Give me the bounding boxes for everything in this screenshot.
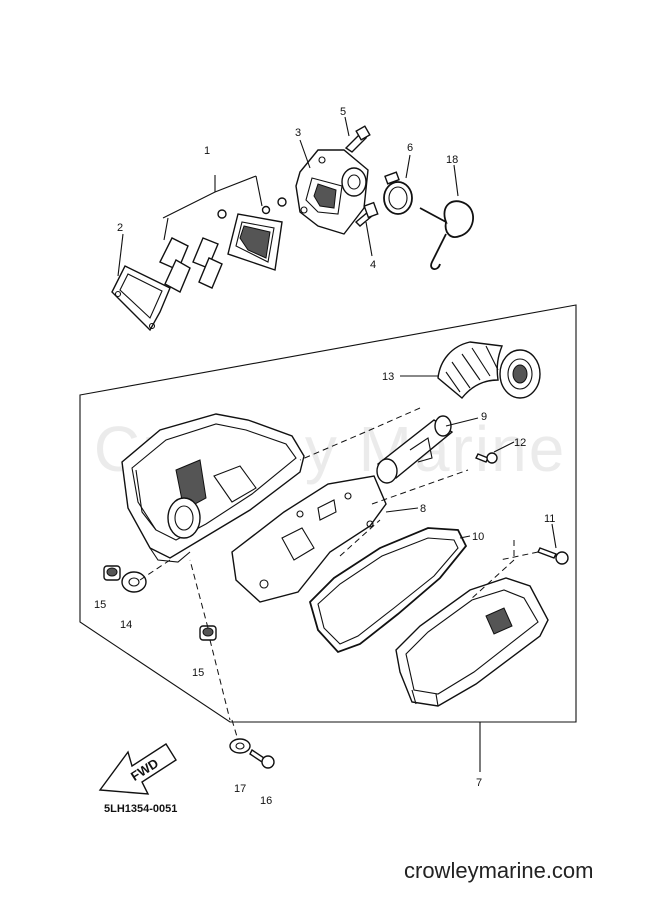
screw-part-12: [475, 452, 498, 464]
collar-part-14: [121, 571, 147, 593]
callout-18: 18: [446, 154, 458, 166]
callout-15-lower: 15: [192, 667, 204, 679]
grommet-part-15-lower: [199, 625, 217, 641]
bolt-part-5: [344, 125, 371, 153]
group-outline: [79, 304, 577, 723]
assembly-lines: [139, 407, 539, 741]
gasket-part-2: [111, 265, 171, 332]
callout-10: 10: [472, 531, 484, 543]
bolt-part-4: [354, 201, 379, 227]
leader-group-1: [162, 175, 263, 241]
callout-16: 16: [260, 795, 272, 807]
callout-5: 5: [340, 106, 346, 118]
leader-lines: [117, 116, 557, 772]
silencer-case-lower: [395, 577, 549, 707]
callout-12: 12: [514, 437, 526, 449]
intake-hose-part-13: [437, 341, 541, 399]
callout-17: 17: [234, 783, 246, 795]
bolt-part-16: [249, 748, 275, 769]
callout-4: 4: [370, 259, 376, 271]
callout-14: 14: [120, 619, 132, 631]
reed-valve-plate-1: [217, 197, 287, 271]
callout-11: 11: [544, 513, 555, 525]
gasket-part-8: [231, 475, 387, 603]
seal-ring-part-10: [308, 527, 468, 654]
intake-manifold-part-3: [295, 149, 369, 235]
callout-3: 3: [295, 127, 301, 139]
footer-website[interactable]: crowleymarine.com: [404, 858, 594, 883]
washer-part-17: [229, 738, 251, 754]
clamp-part-6: [383, 171, 413, 215]
spring-clip-part-18: [419, 200, 474, 270]
callout-9: 9: [481, 411, 487, 423]
fwd-arrow-icon: FWD: [98, 743, 177, 795]
callout-8: 8: [420, 503, 426, 515]
drawing-code: 5LH1354-0051: [104, 803, 178, 815]
reed-petals: [159, 237, 223, 293]
grommet-part-15-upper: [103, 565, 121, 581]
callout-13: 13: [382, 371, 394, 383]
callout-1: 1: [204, 145, 210, 157]
intake-tube-part-9: [376, 415, 454, 484]
callout-7: 7: [476, 777, 482, 789]
callout-15-upper: 15: [94, 599, 106, 611]
callout-6: 6: [407, 142, 413, 154]
silencer-case-upper: [121, 413, 305, 563]
callout-2: 2: [117, 222, 123, 234]
screw-part-11: [537, 547, 569, 565]
